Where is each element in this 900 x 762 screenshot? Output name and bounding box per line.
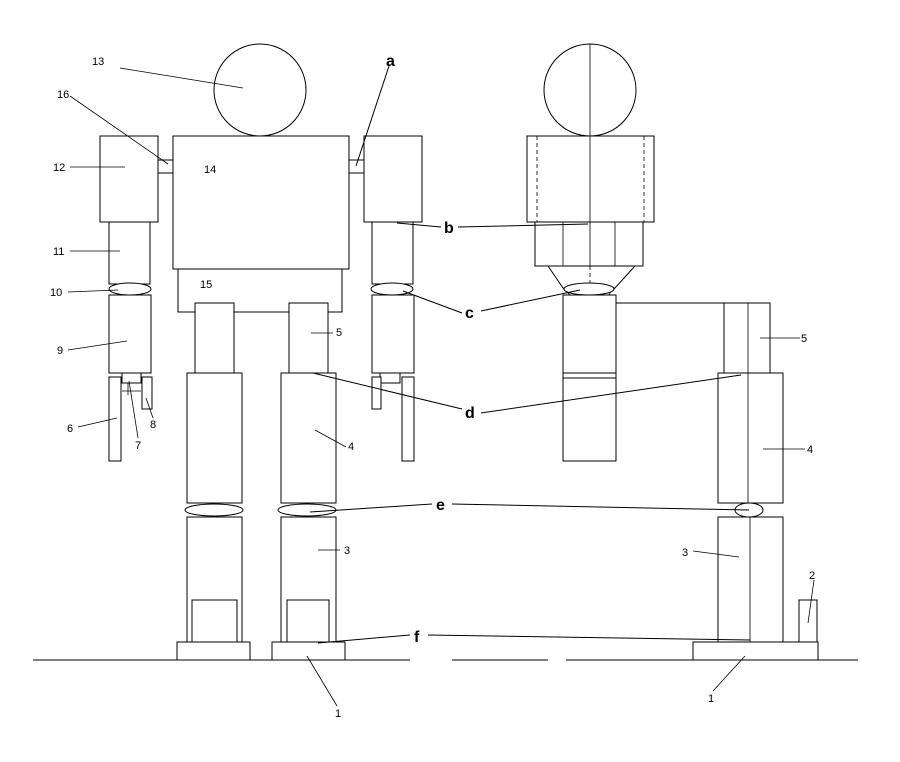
front-left-forearm [108,294,152,374]
front-left-ankle-box [191,599,238,643]
joint-label-b: b [444,220,454,237]
part-number-labels: 13 16 14 12 11 10 15 9 6 7 8 5 4 3 1 5 4… [50,56,815,720]
front-right-thigh [280,372,337,504]
front-left-finger-long [108,376,122,462]
label-1-side: 1 [708,693,714,705]
front-right-finger-long [401,376,415,462]
front-right-shoulder [363,135,423,223]
joint-label-c: c [465,305,474,322]
front-right-forearm [371,294,415,374]
label-4-front: 4 [348,441,354,453]
front-torso [172,135,350,270]
joint-label-e: e [436,497,445,514]
side-thigh [717,372,784,504]
side-lower-connector [562,372,617,379]
label-6: 6 [67,423,73,435]
front-right-ankle-box [286,599,330,643]
front-right-knee [277,503,337,517]
label-7: 7 [135,440,141,452]
front-left-upper-arm [108,221,151,285]
label-16: 16 [57,89,69,101]
label-15: 15 [200,279,212,291]
label-4-side: 4 [807,444,813,456]
label-3-side: 3 [682,547,688,559]
joint-label-d: d [465,405,475,422]
joint-label-a: a [386,53,395,70]
side-view-robot [526,43,819,661]
side-lower-block [562,377,617,462]
side-shin [717,516,784,643]
leader-lines [67,65,815,707]
front-left-thigh [186,372,243,504]
front-right-finger-short [371,376,382,410]
front-view-robot [99,43,423,661]
side-foot [692,641,819,661]
front-left-shoulder [99,135,159,223]
joint-label-f: f [414,629,420,646]
label-12: 12 [53,162,65,174]
side-lower-column [562,294,617,374]
front-right-hip-link [288,302,329,374]
front-left-elbow [108,282,152,296]
side-torso [526,135,655,223]
front-left-foot [176,641,251,661]
label-5-front: 5 [336,327,342,339]
label-2: 2 [809,570,815,582]
label-5-side: 5 [801,333,807,345]
label-1-front: 1 [335,708,341,720]
label-9: 9 [57,345,63,357]
label-3-front: 3 [344,545,350,557]
label-13: 13 [92,56,104,68]
front-left-hand-base [121,372,142,384]
front-left-hip-link [194,302,235,374]
front-head [213,43,307,137]
side-hip-joint [563,282,615,296]
front-left-knee [184,503,244,517]
front-right-upper-arm [371,221,414,285]
front-left-finger-short [141,376,153,410]
joint-labels: a b c d e f [386,53,475,646]
label-10: 10 [50,287,62,299]
label-8: 8 [150,419,156,431]
front-shoulder-connector-right [348,159,365,174]
label-11: 11 [53,246,64,258]
front-right-hand-base [379,372,401,384]
side-waist [534,221,644,267]
front-right-elbow [370,282,414,296]
front-right-foot [271,641,346,661]
label-14: 14 [204,164,216,176]
